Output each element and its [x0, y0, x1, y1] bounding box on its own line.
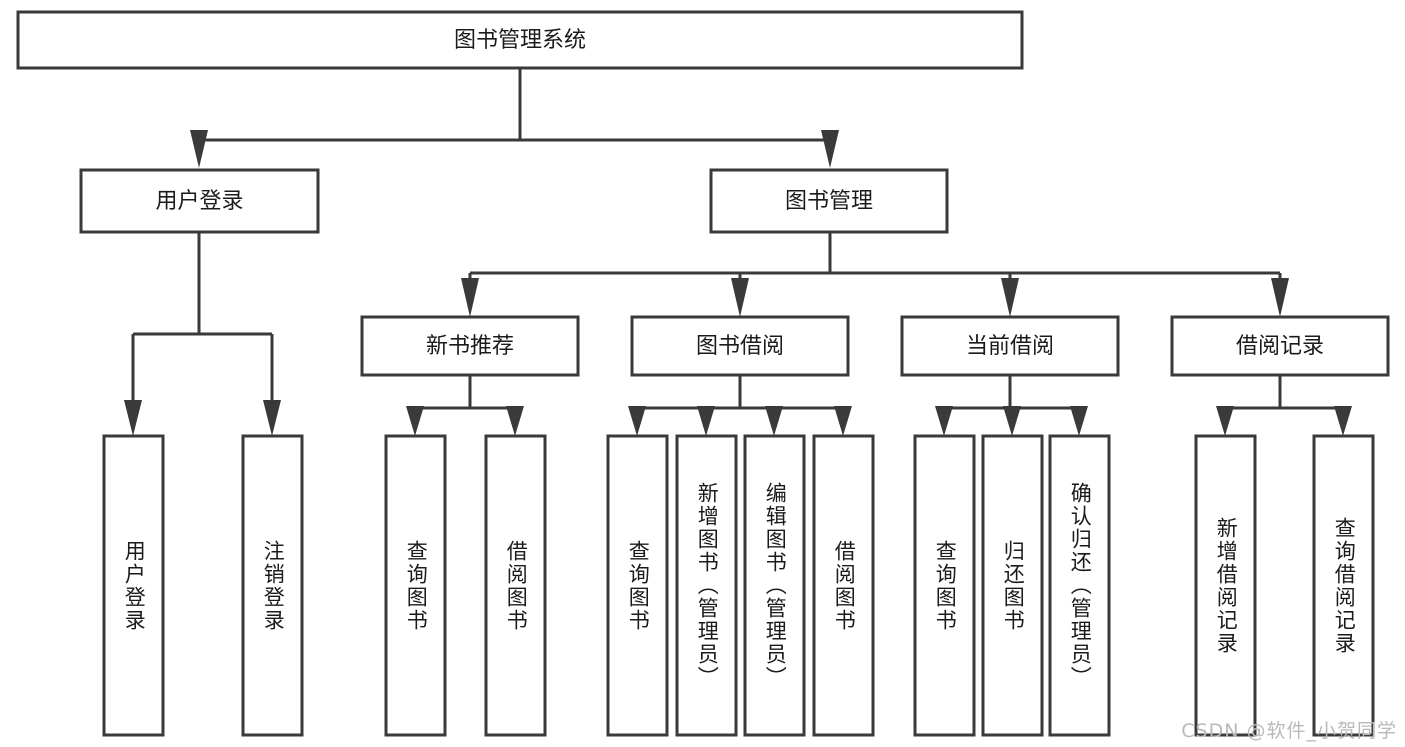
csdn-watermark: CSDN @软件_小贺同学: [1181, 720, 1397, 742]
arrowhead-bb-leaf-1: [628, 406, 646, 436]
arrowhead-bm-book-borrow: [731, 278, 749, 317]
node-user-login-rect[interactable]: [79, 168, 320, 234]
node-leaf-borrow-book-2-rect[interactable]: [812, 434, 875, 737]
arrowhead-br-leaf-1: [1216, 406, 1234, 436]
node-leaf-user-login-rect[interactable]: [102, 434, 165, 737]
connector-group-user-login: [124, 232, 281, 436]
node-book-manage-rect[interactable]: [709, 168, 949, 234]
node-user-login[interactable]: 用户登录: [79, 168, 320, 234]
node-user-login-label: 用户登录: [155, 189, 243, 214]
arrowhead-bb-leaf-3: [765, 406, 783, 436]
connector-group-current-borrow: [935, 375, 1088, 436]
node-borrow-record-label: 借阅记录: [1236, 334, 1324, 359]
connector-group-root: [190, 68, 839, 168]
node-new-book-recommend[interactable]: 新书推荐: [360, 315, 580, 377]
node-leaf-query-borrow-record-rect[interactable]: [1312, 434, 1375, 737]
node-leaf-edit-book-admin-rect[interactable]: [743, 434, 806, 737]
node-new-book-recommend-rect[interactable]: [360, 315, 580, 377]
node-current-borrow[interactable]: 当前借阅: [900, 315, 1120, 377]
arrowhead-root-to-book-manage: [821, 130, 839, 168]
node-root-label: 图书管理系统: [454, 28, 586, 53]
node-current-borrow-rect[interactable]: [900, 315, 1120, 377]
node-book-borrow[interactable]: 图书借阅: [630, 315, 850, 377]
node-leaf-confirm-return-admin-rect[interactable]: [1048, 434, 1111, 737]
node-root[interactable]: 图书管理系统: [16, 10, 1024, 70]
node-leaf-borrow-book-1-rect[interactable]: [484, 434, 547, 737]
arrowhead-nbr-leaf-2: [506, 406, 524, 436]
arrowhead-cb-leaf-1: [935, 406, 953, 436]
node-leaf-query-book-2-rect[interactable]: [606, 434, 669, 737]
connector-group-new-book-recommend: [406, 375, 524, 436]
connector-group-book-borrow: [628, 375, 852, 436]
arrowhead-user-login-leaf-1: [124, 400, 142, 436]
node-book-borrow-rect[interactable]: [630, 315, 850, 377]
node-leaf-return-book-rect[interactable]: [981, 434, 1044, 737]
arrowhead-bm-new-book-recommend: [461, 278, 479, 317]
node-root-rect[interactable]: [16, 10, 1024, 70]
arrowhead-bb-leaf-2: [697, 406, 715, 436]
node-leaf-add-borrow-record-rect[interactable]: [1194, 434, 1257, 737]
node-borrow-record-rect[interactable]: [1170, 315, 1390, 377]
node-leaf-logout-login-rect[interactable]: [241, 434, 304, 737]
arrowhead-bm-current-borrow: [1001, 278, 1019, 317]
arrowhead-nbr-leaf-1: [406, 406, 424, 436]
node-book-manage[interactable]: 图书管理: [709, 168, 949, 234]
arrowhead-cb-leaf-3: [1070, 406, 1088, 436]
connector-group-book-manage: [461, 232, 1289, 317]
connector-group-borrow-record: [1216, 375, 1352, 436]
node-borrow-record[interactable]: 借阅记录: [1170, 315, 1390, 377]
node-leaf-query-book-1-rect[interactable]: [384, 434, 447, 737]
arrowhead-user-login-leaf-2: [263, 400, 281, 436]
node-leaf-query-book-3-rect[interactable]: [913, 434, 976, 737]
arrowhead-bm-borrow-record: [1271, 278, 1289, 317]
node-current-borrow-label: 当前借阅: [966, 334, 1054, 359]
node-leaf-add-book-admin-rect[interactable]: [675, 434, 738, 737]
arrowhead-br-leaf-2: [1334, 406, 1352, 436]
arrowhead-bb-leaf-4: [834, 406, 852, 436]
node-book-borrow-label: 图书借阅: [696, 334, 784, 359]
node-new-book-recommend-label: 新书推荐: [426, 334, 514, 359]
node-book-manage-label: 图书管理: [785, 189, 873, 214]
arrowhead-cb-leaf-2: [1003, 406, 1021, 436]
arrowhead-root-to-user-login: [190, 130, 208, 168]
